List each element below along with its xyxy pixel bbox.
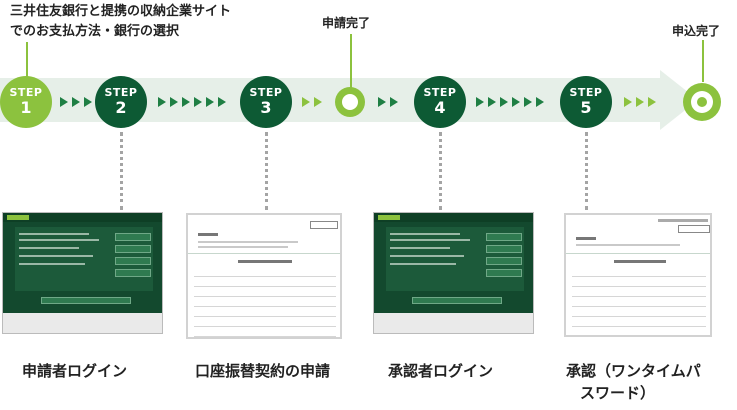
milestone-application-complete-ring [683,83,721,121]
caption-applicant-login: 申請者ログイン [22,362,128,380]
caption-step5-line2: スワード） [580,384,656,402]
caption-step5-line1: 承認（ワンタイムパ [566,362,701,380]
step-1-number: 1 [20,98,32,117]
thumb-header [374,213,533,222]
step-2-number: 2 [115,98,127,117]
chevron-icon [536,97,544,107]
step-4-word: STEP [423,86,457,99]
step-5-badge: STEP 5 [560,76,612,128]
dotted-connector-step4 [439,132,442,210]
header-note-line1: 三井住友銀行と提携の収納企業サイト [10,4,232,19]
chevron-icon [72,97,80,107]
chevron-icon [648,97,656,107]
thumb-footer [3,313,162,333]
screenshot-approver-login [373,212,534,334]
step-5-word: STEP [569,86,603,99]
screenshot-one-time-password-approval [564,213,712,337]
chevron-icon [500,97,508,107]
screenshot-applicant-login [2,212,163,334]
caption-one-time-password-approval: 承認（ワンタイムパ スワード） [566,360,736,404]
chevron-icon [378,97,386,107]
milestone-apply-complete-label: 申請完了 [322,16,371,30]
chevron-icon [218,97,226,107]
chevron-icon [194,97,202,107]
step-4-badge: STEP 4 [414,76,466,128]
step-4-number: 4 [434,98,446,117]
step-2-word: STEP [104,86,138,99]
step-3-badge: STEP 3 [240,76,292,128]
step-1-badge: STEP 1 [0,76,52,128]
header-note: 三井住友銀行と提携の収納企業サイト でのお支払方法・銀行の選択 [10,2,310,42]
chevron-icon [512,97,520,107]
chevron-icon [624,97,632,107]
thumb-header [3,213,162,222]
chevron-icon [524,97,532,107]
dotted-connector-step2 [120,132,123,210]
chevron-icon [636,97,644,107]
connector-apply-complete [350,34,352,88]
chevron-icon [488,97,496,107]
chevron-icon [390,97,398,107]
connector-step1 [26,42,28,80]
step-3-word: STEP [249,86,283,99]
chevron-icon [60,97,68,107]
thumb-footer [374,313,533,333]
milestone-application-complete-label: 申込完了 [672,24,721,38]
chevron-icon [314,97,322,107]
caption-approver-login: 承認者ログイン [388,362,494,380]
chevron-icon [182,97,190,107]
bank-logo [7,215,29,220]
step-2-badge: STEP 2 [95,76,147,128]
screenshot-account-transfer-application [186,213,342,339]
chevron-icon [84,97,92,107]
dotted-connector-step5 [585,132,588,210]
dotted-connector-step3 [265,132,268,210]
step-5-number: 5 [580,98,592,117]
chevron-icon [302,97,310,107]
step-1-word: STEP [9,86,43,99]
chevron-icon [170,97,178,107]
step-3-number: 3 [260,98,272,117]
connector-application-complete [702,40,704,82]
bank-logo [378,215,400,220]
chevron-icon [476,97,484,107]
chevron-icon [206,97,214,107]
header-note-line2: でのお支払方法・銀行の選択 [10,24,180,39]
milestone-apply-complete-ring [335,87,365,117]
caption-account-transfer-application: 口座振替契約の申請 [195,362,331,380]
chevron-icon [158,97,166,107]
